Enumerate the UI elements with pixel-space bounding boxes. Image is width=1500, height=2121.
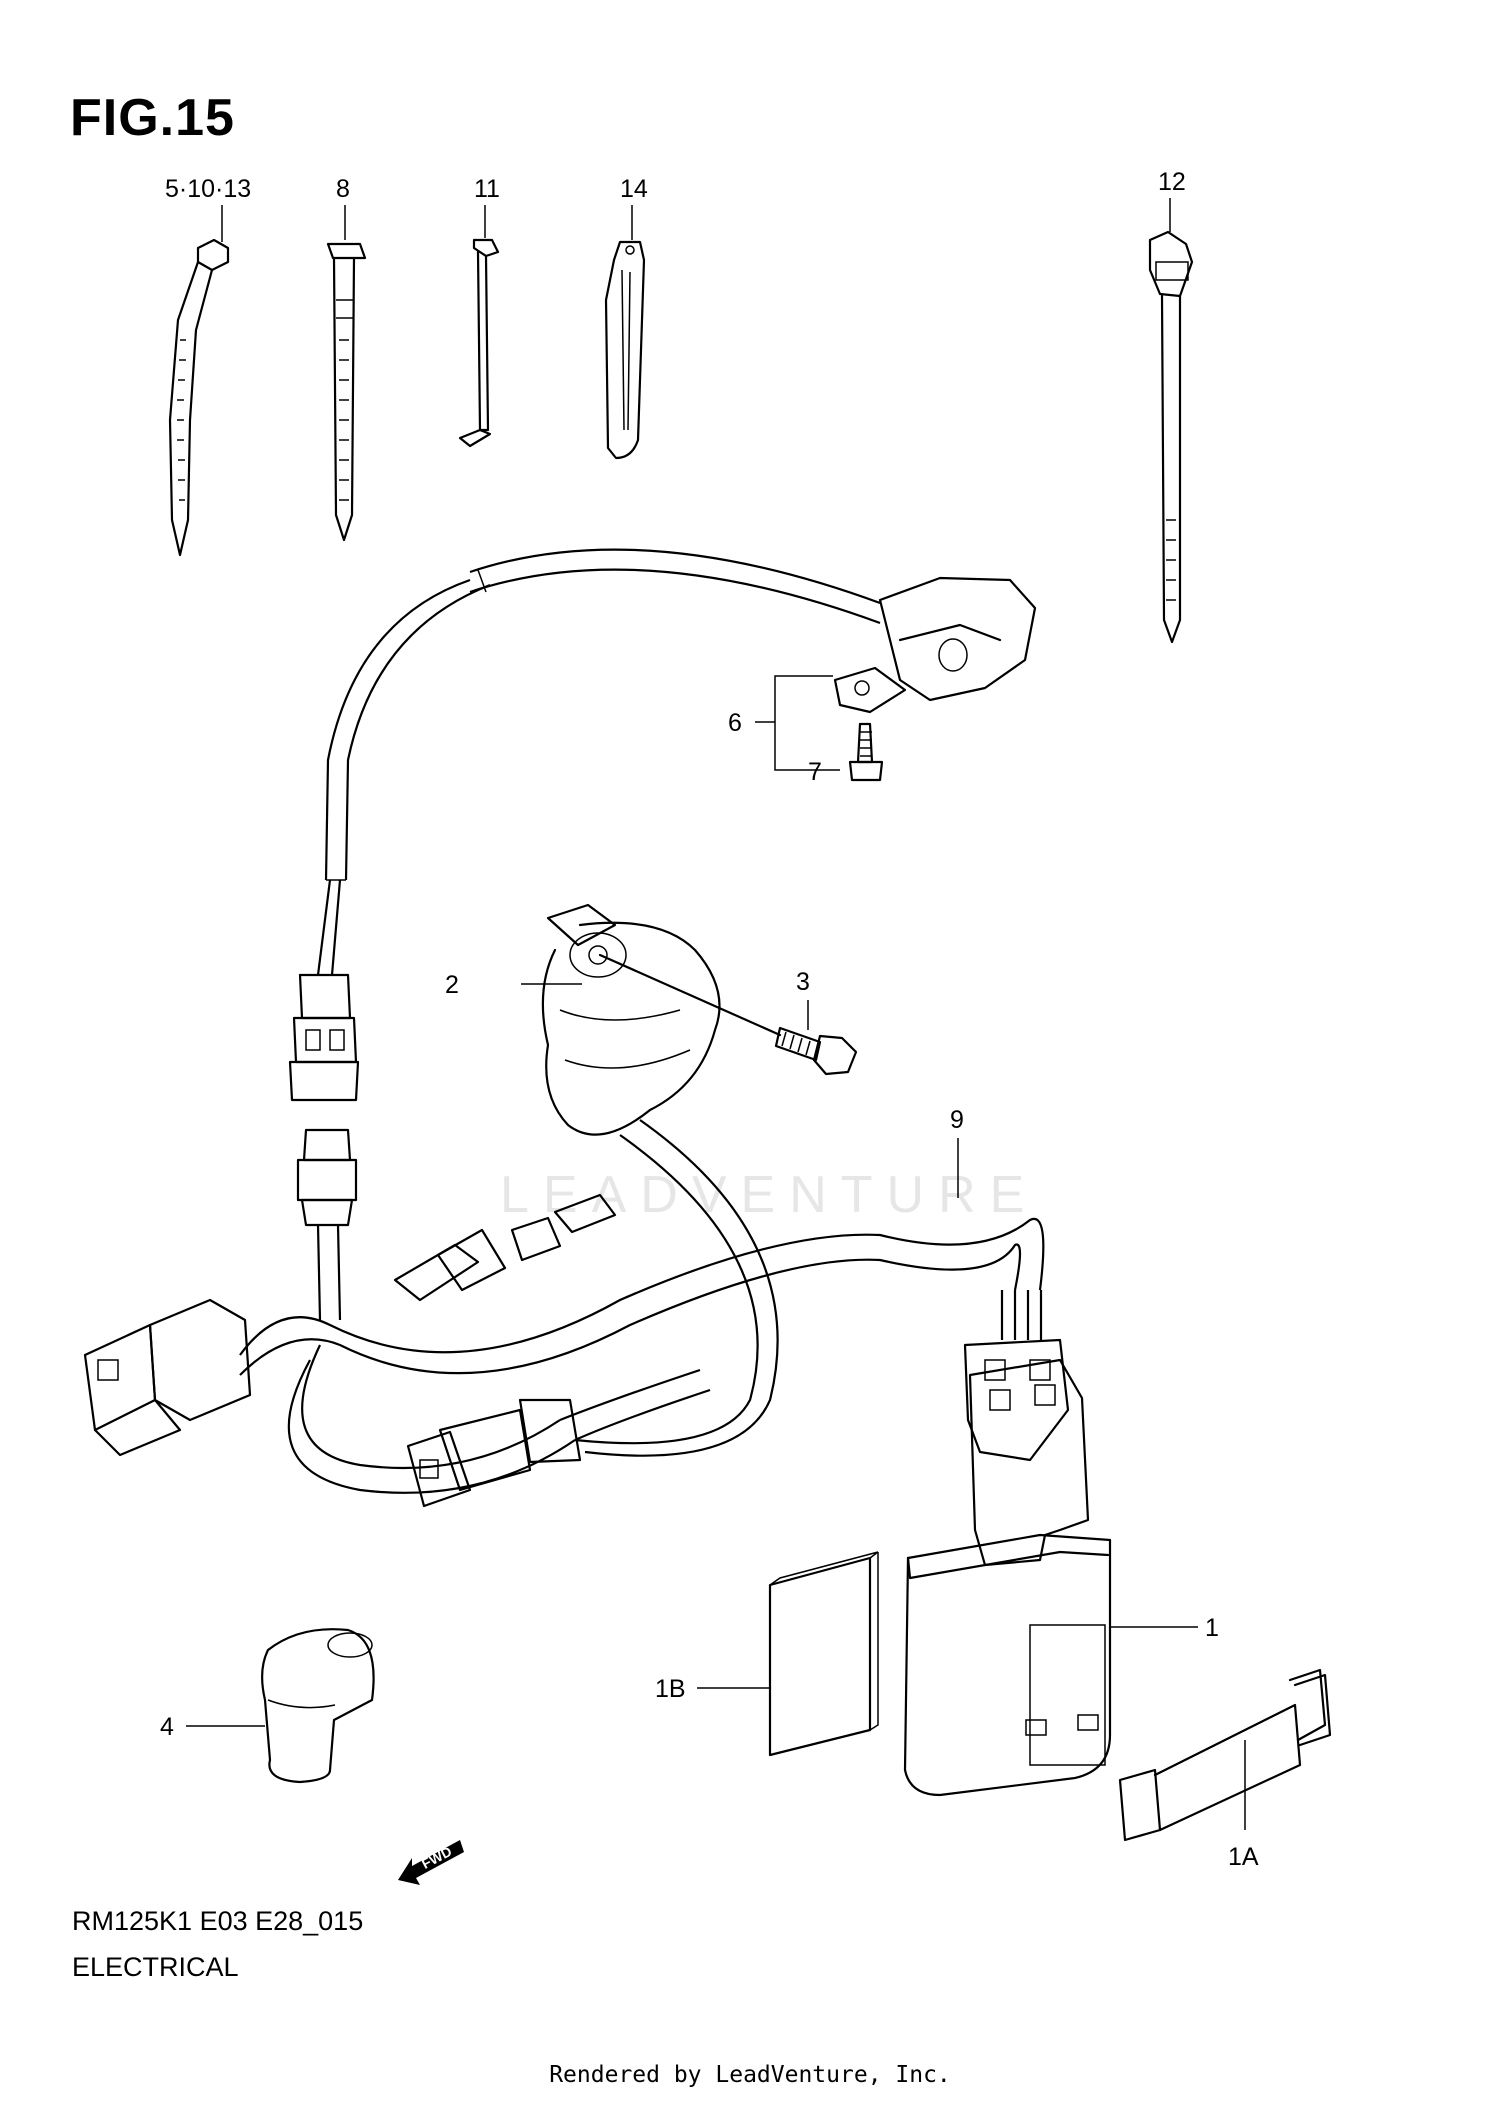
part-pickup-coil-6[interactable]	[469, 548, 1037, 714]
part-band-1a[interactable]	[1118, 1668, 1332, 1842]
callout-7: 7	[808, 758, 822, 786]
figure-title: FIG.15	[70, 89, 235, 147]
section-title: ELECTRICAL	[72, 1952, 239, 1982]
fwd-label: FWD	[419, 1843, 455, 1872]
callout-6: 6	[728, 709, 742, 737]
part-ignition-coil-2[interactable]	[541, 903, 782, 1136]
callout-5-10-13: 5·10·13	[165, 175, 251, 203]
wire-coil-high-tension	[406, 1119, 779, 1508]
callout-14: 14	[620, 175, 648, 203]
model-code: RM125K1 E03 E28_015	[72, 1906, 364, 1936]
part-pad-1b[interactable]	[768, 1551, 879, 1757]
callout-1b: 1B	[655, 1675, 686, 1703]
part-cdi-unit-1[interactable]	[903, 1358, 1112, 1797]
connector-harness-left[interactable]	[83, 1298, 252, 1457]
part-cable-tie-5-10-13[interactable]	[168, 205, 230, 557]
part-strap-8[interactable]	[326, 205, 367, 542]
connector-pickup[interactable]	[288, 973, 360, 1102]
callout-4: 4	[160, 1713, 174, 1741]
fwd-arrow-icon: FWD	[398, 1840, 464, 1885]
part-bolt-3[interactable]	[774, 1026, 858, 1076]
wire-pickup-lead	[316, 569, 491, 976]
part-screw-7[interactable]	[848, 722, 884, 782]
part-cable-tie-12[interactable]	[1148, 198, 1194, 644]
connector-harness-middle[interactable]	[393, 1193, 617, 1302]
part-plug-cap-4[interactable]	[261, 1628, 375, 1784]
callout-2: 2	[445, 971, 459, 999]
callout-3: 3	[796, 968, 810, 996]
connector-harness-right[interactable]	[963, 1290, 1070, 1462]
part-clip-11[interactable]	[458, 205, 500, 448]
callout-9: 9	[950, 1106, 964, 1134]
watermark: LEADVENTURE	[500, 1166, 1039, 1224]
callout-8: 8	[336, 175, 350, 203]
footer-credit: Rendered by LeadVenture, Inc.	[549, 2062, 951, 2088]
part-band-14[interactable]	[604, 205, 646, 460]
callout-12: 12	[1158, 168, 1186, 196]
part-wire-harness-9[interactable]	[239, 1217, 1045, 1494]
connector-harness-top[interactable]	[296, 1128, 358, 1227]
callout-1a: 1A	[1228, 1843, 1259, 1871]
callout-11: 11	[474, 175, 500, 203]
callout-1: 1	[1205, 1614, 1219, 1642]
